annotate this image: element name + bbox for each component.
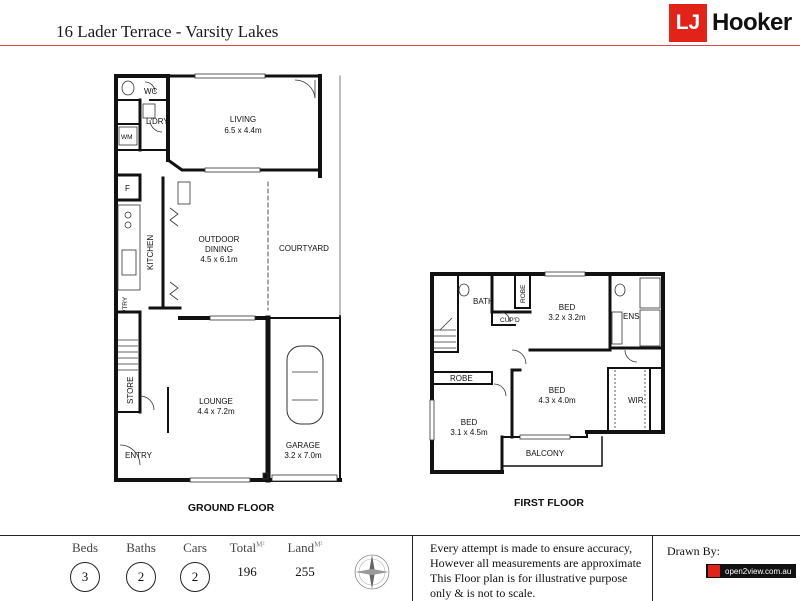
header-divider bbox=[0, 45, 800, 46]
page-title: 16 Lader Terrace - Varsity Lakes bbox=[56, 22, 279, 41]
room-label-bed-2: BED bbox=[549, 386, 566, 395]
room-dim-lounge: 4.4 x 7.2m bbox=[197, 407, 235, 416]
footer-divider-1 bbox=[412, 536, 413, 601]
room-label-pantry: PTRY bbox=[122, 296, 129, 314]
room-label-wc: WC bbox=[144, 87, 158, 96]
footer: Beds 3 Baths 2 Cars 2 TotalM² 196 LandM²… bbox=[0, 535, 800, 601]
disclaimer-line: However all measurements are approximate bbox=[430, 556, 642, 570]
open2view-logo: open2view.com.au bbox=[706, 564, 796, 578]
beds-label: Beds bbox=[72, 540, 98, 555]
room-dim-living: 6.5 x 4.4m bbox=[224, 126, 262, 135]
land-label: Land bbox=[287, 540, 315, 555]
first-floor-walls bbox=[430, 272, 665, 474]
beds-stat: Beds 3 bbox=[60, 540, 110, 592]
room-label-bed-1: BED bbox=[559, 303, 576, 312]
room-label-robe-1: ROBE bbox=[520, 284, 527, 303]
room-dim-bed-2: 4.3 x 4.0m bbox=[538, 396, 576, 405]
floor-plan: WC L'DRY WM LIVING 6.5 x 4.4m F KITCHEN … bbox=[114, 73, 665, 514]
room-dim-bed-3: 3.1 x 4.5m bbox=[450, 428, 488, 437]
room-label-bath: BATH bbox=[473, 297, 494, 306]
room-label-wir: WIR bbox=[628, 396, 644, 405]
room-label-store: STORE bbox=[126, 377, 135, 404]
room-dim-garage: 3.2 x 7.0m bbox=[284, 451, 322, 460]
compass-icon bbox=[354, 554, 390, 590]
room-label-wm: WM bbox=[121, 134, 133, 141]
disclaimer-line: This Floor plan is for illustrative purp… bbox=[430, 571, 628, 585]
logo-text: Hooker bbox=[712, 9, 792, 36]
land-value: 255 bbox=[295, 564, 315, 579]
land-stat: LandM² 255 bbox=[280, 540, 330, 580]
room-label-laundry: L'DRY bbox=[146, 117, 169, 126]
total-unit: M² bbox=[256, 540, 265, 549]
room-label-cupboard: CUP'D bbox=[500, 317, 520, 324]
ground-floor-title: GROUND FLOOR bbox=[188, 502, 275, 514]
room-label-kitchen: KITCHEN bbox=[146, 235, 155, 270]
baths-label: Baths bbox=[126, 540, 156, 555]
room-label-living: LIVING bbox=[230, 115, 256, 124]
baths-value: 2 bbox=[126, 562, 156, 592]
ground-floor-walls bbox=[114, 74, 342, 483]
room-label-robe-2: ROBE bbox=[450, 374, 473, 383]
baths-stat: Baths 2 bbox=[116, 540, 166, 592]
total-label: Total bbox=[229, 540, 257, 555]
room-label-balcony: BALCONY bbox=[526, 449, 565, 458]
logo-mark: LJ bbox=[669, 4, 707, 42]
first-floor-labels: BATH ROBE BED 3.2 x 3.2m ENS CUP'D ROBE … bbox=[450, 284, 644, 509]
open2view-text: open2view.com.au bbox=[725, 566, 792, 576]
disclaimer: Every attempt is made to ensure accuracy… bbox=[430, 541, 650, 601]
room-label-ensuite: ENS bbox=[623, 312, 639, 321]
land-unit: M² bbox=[314, 540, 323, 549]
room-label-lounge: LOUNGE bbox=[199, 397, 233, 406]
total-value: 196 bbox=[237, 564, 257, 579]
total-stat: TotalM² 196 bbox=[222, 540, 272, 580]
ground-floor-details bbox=[117, 73, 338, 483]
room-label-outdoor: OUTDOOR bbox=[199, 235, 240, 244]
room-dim-dining: 4.5 x 6.1m bbox=[200, 255, 238, 264]
cars-stat: Cars 2 bbox=[170, 540, 220, 592]
open2view-icon bbox=[708, 565, 720, 577]
room-dim-bed-1: 3.2 x 3.2m bbox=[548, 313, 586, 322]
cars-label: Cars bbox=[183, 540, 207, 555]
lj-hooker-logo: LJ Hooker bbox=[669, 4, 792, 42]
disclaimer-line: only & is not to scale. bbox=[430, 586, 536, 600]
room-label-courtyard: COURTYARD bbox=[279, 244, 329, 253]
room-label-f: F bbox=[125, 184, 130, 193]
room-label-garage: GARAGE bbox=[286, 441, 320, 450]
room-label-dining: DINING bbox=[205, 245, 233, 254]
drawn-by-label: Drawn By: bbox=[667, 544, 720, 558]
cars-value: 2 bbox=[180, 562, 210, 592]
footer-divider-2 bbox=[652, 536, 653, 601]
room-label-entry: ENTRY bbox=[125, 451, 153, 460]
ground-floor-labels: WC L'DRY WM LIVING 6.5 x 4.4m F KITCHEN … bbox=[121, 87, 329, 514]
beds-value: 3 bbox=[70, 562, 100, 592]
disclaimer-line: Every attempt is made to ensure accuracy… bbox=[430, 541, 633, 555]
first-floor-details bbox=[429, 271, 661, 441]
first-floor-title: FIRST FLOOR bbox=[514, 497, 584, 509]
room-label-bed-3: BED bbox=[461, 418, 478, 427]
